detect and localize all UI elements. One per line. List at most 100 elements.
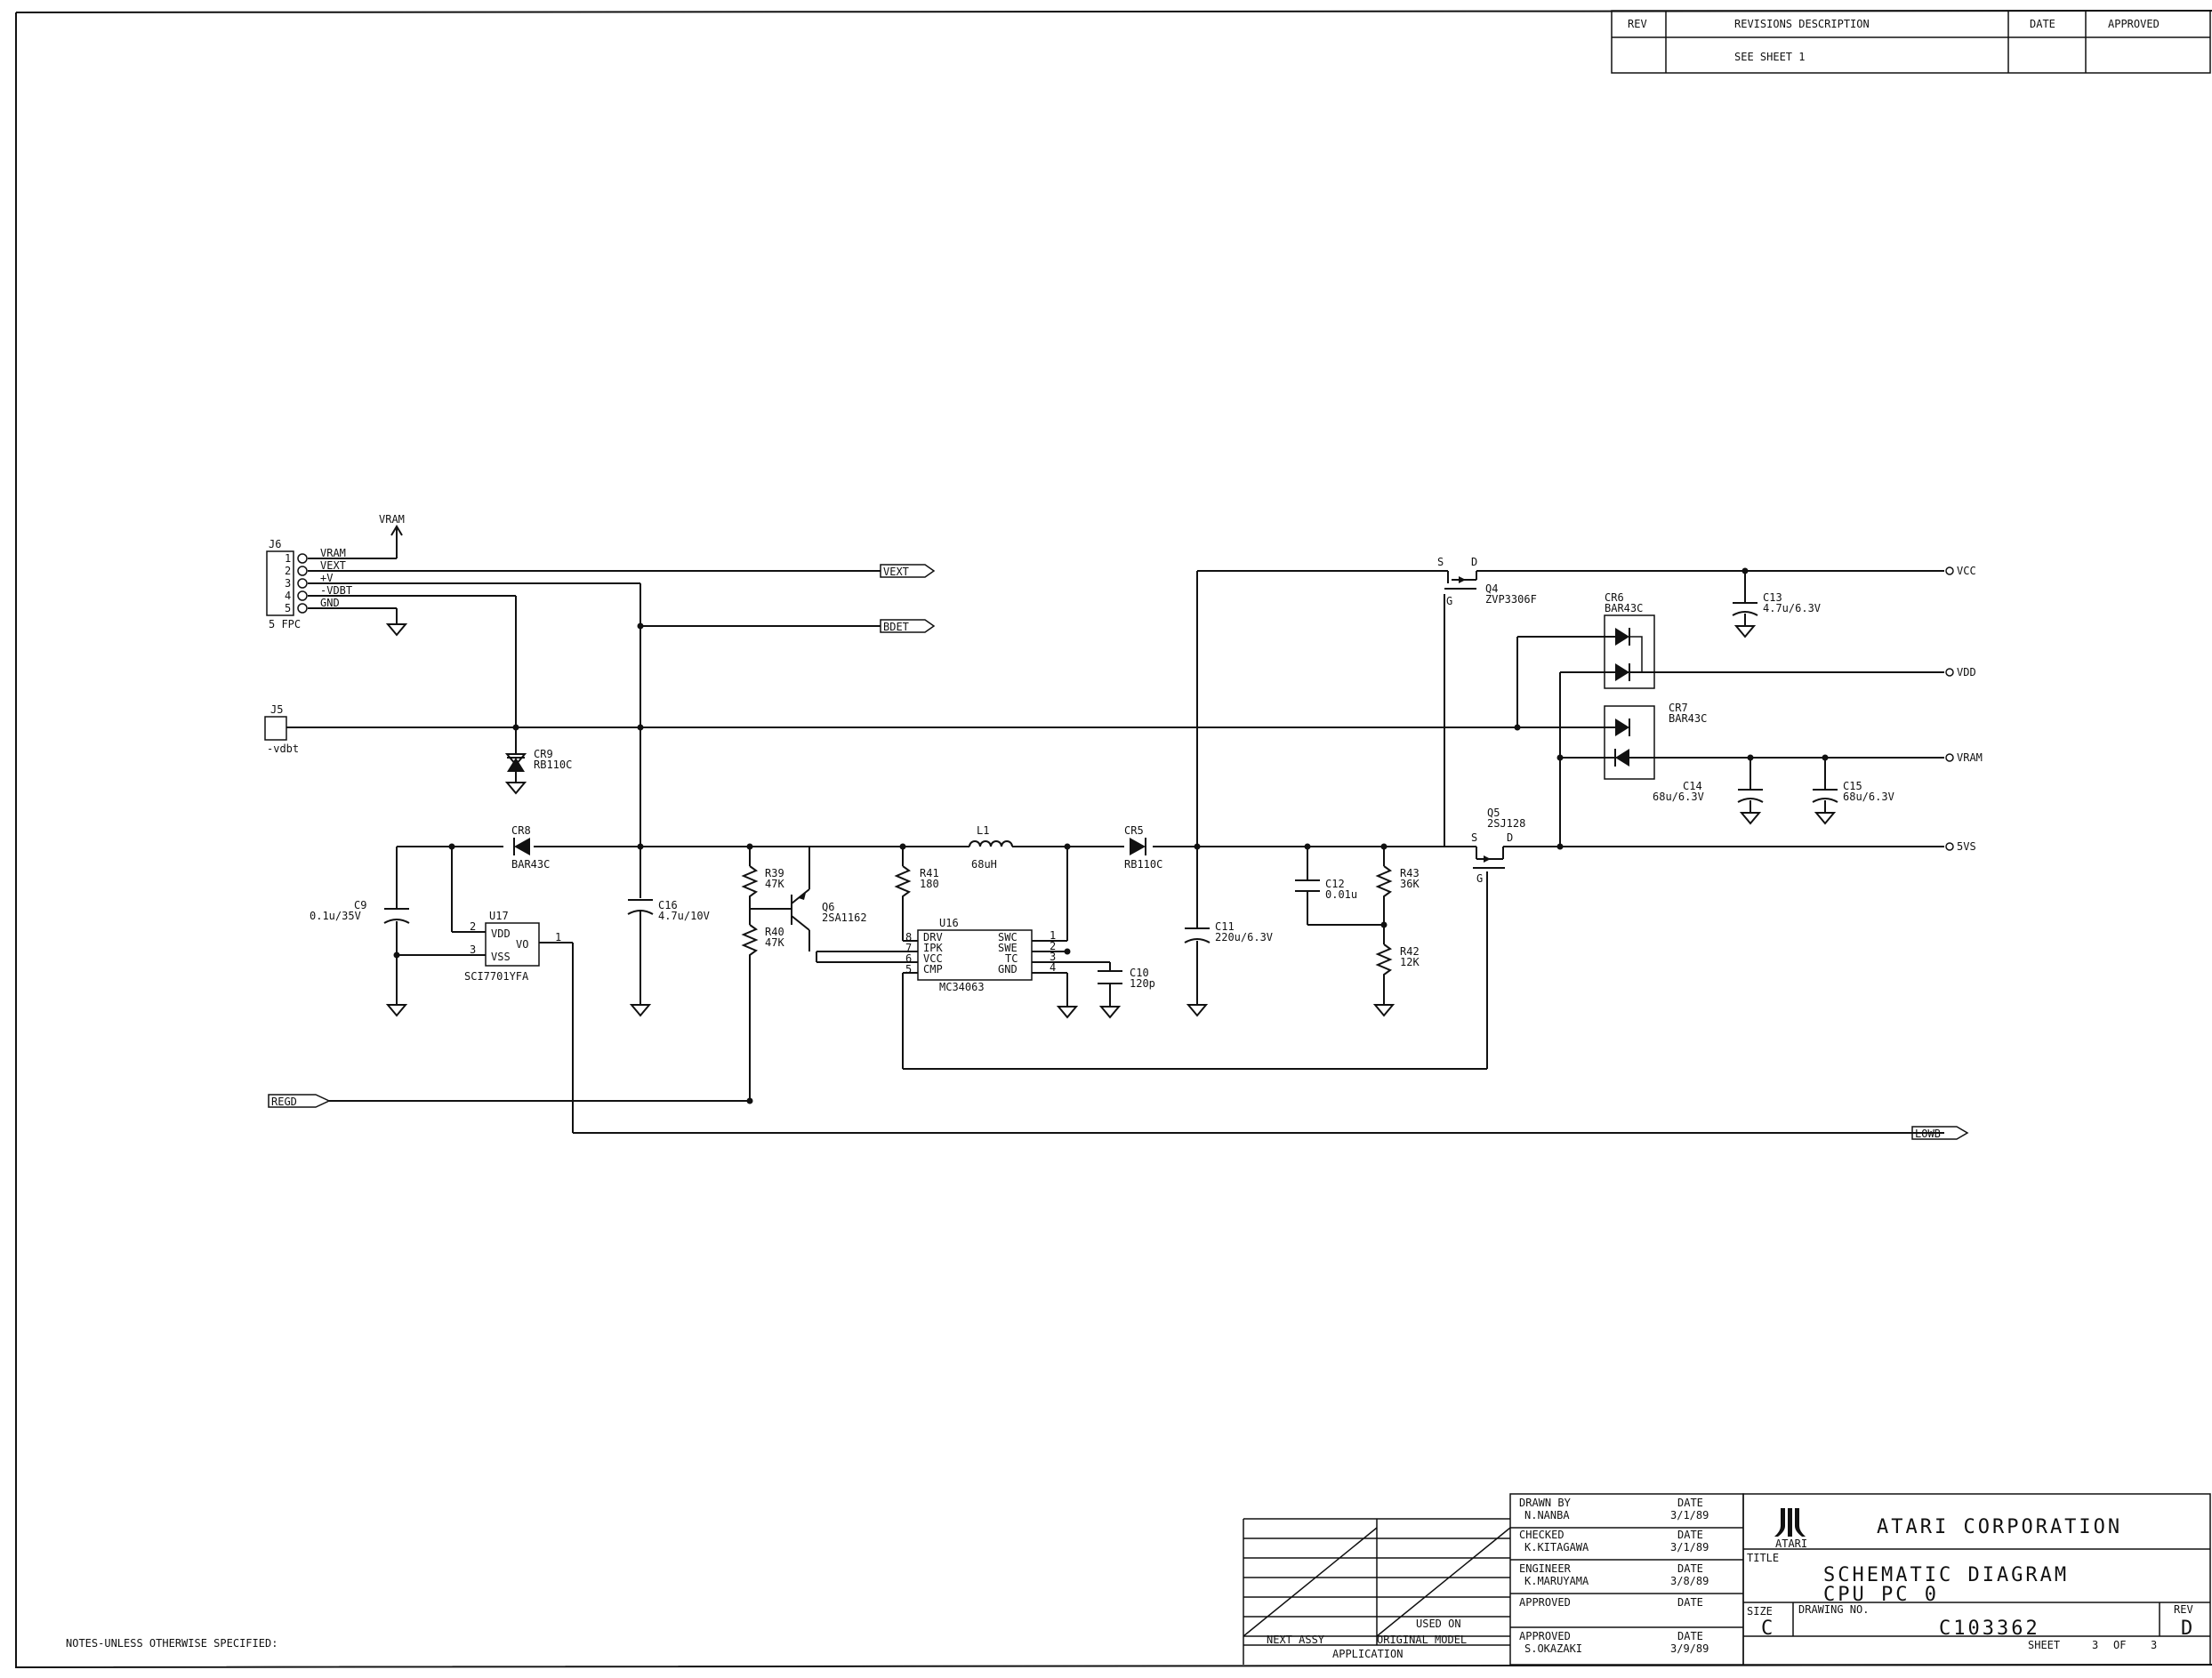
- q5-value: 2SJ128: [1487, 817, 1525, 830]
- rev-label: REV: [2174, 1603, 2193, 1616]
- sheet-number: 3: [2092, 1639, 2098, 1651]
- r40-value: 47K: [765, 936, 784, 949]
- vcc-output-label: VCC: [1957, 565, 1976, 577]
- diode-cr8: CR8 BAR43C: [511, 824, 550, 871]
- u16-value: MC34063: [939, 981, 985, 993]
- mosfet-q4: S D G Q4 ZVP3306F: [1437, 556, 1537, 607]
- connector-j5: J5 -vdbt: [264, 703, 299, 755]
- u16-pin-gnd: GND: [998, 963, 1018, 975]
- u17-pin-vo: VO: [516, 938, 528, 951]
- r42-value: 12K: [1400, 956, 1420, 968]
- original-model-label: ORIGINAL MODEL: [1377, 1634, 1467, 1646]
- u16-pin-swe: SWE: [998, 942, 1018, 954]
- u16-pin-6-num: 6: [905, 952, 912, 965]
- checked-date-label: DATE: [1677, 1529, 1703, 1541]
- q5-pin-s: S: [1471, 831, 1477, 844]
- rev-header: REV: [1628, 18, 1647, 30]
- q4-pin-d: D: [1471, 556, 1477, 568]
- u16-pin-ipk: IPK: [923, 942, 943, 954]
- q6-value: 2SA1162: [822, 911, 867, 924]
- engineer-name: K.MARUYAMA: [1524, 1575, 1589, 1587]
- sheet-total: 3: [2151, 1639, 2157, 1651]
- bdet-flag-label: BDET: [883, 621, 909, 633]
- r40-ref: R40: [765, 926, 784, 938]
- size-label: SIZE: [1747, 1605, 1773, 1618]
- c15-ref: C15: [1843, 780, 1862, 792]
- j6-pin-2-name: VEXT: [320, 559, 346, 572]
- approved-by-name: S.OKAZAKI: [1524, 1642, 1582, 1655]
- q5-pin-d: D: [1507, 831, 1513, 844]
- sheet-label: SHEET: [2028, 1639, 2060, 1651]
- u16-pin-5-num: 5: [905, 963, 912, 975]
- j6-pin-2-num: 2: [285, 565, 291, 577]
- ic-u17: U17 SCI7701YFA 2 3 1 VDD VSS VO: [464, 910, 561, 983]
- output-terminals: VCC VDD VRAM 5VS: [1945, 565, 1983, 853]
- resistor-r40: R40 47K: [741, 924, 784, 959]
- c12-ref: C12: [1325, 878, 1345, 890]
- capacitor-c15: C15 68u/6.3V: [1812, 780, 1894, 803]
- cr5-ref: CR5: [1124, 824, 1144, 837]
- sheet-border: [15, 10, 2212, 1669]
- cr5-value: RB110C: [1124, 858, 1162, 871]
- mosfet-q5: S D G Q5 2SJ128: [1471, 807, 1525, 885]
- vram-power-arrow: VRAM: [379, 513, 405, 536]
- u16-pin-8-num: 8: [905, 931, 912, 943]
- diode-pair-cr6: CR6 BAR43C: [1604, 591, 1655, 689]
- c9-value: 0.1u/35V: [310, 910, 361, 922]
- r39-ref: R39: [765, 867, 784, 879]
- u16-pin-vcc: VCC: [923, 952, 943, 965]
- capacitor-c9: C9 0.1u/35V: [310, 899, 410, 924]
- j5-name: -vdbt: [267, 743, 299, 755]
- resistor-r42: R42 12K: [1375, 943, 1420, 978]
- c11-ref: C11: [1215, 920, 1235, 933]
- resistor-r41: R41 180: [894, 865, 939, 900]
- u16-pin-3-num: 3: [1050, 951, 1056, 963]
- capacitor-c16: C16 4.7u/10V: [627, 899, 710, 922]
- j6-pin-3-name: +V: [320, 572, 333, 584]
- c9-ref: C9: [354, 899, 366, 911]
- c10-ref: C10: [1130, 967, 1149, 979]
- approved-label-1: APPROVED: [1519, 1596, 1571, 1609]
- c14-value: 68u/6.3V: [1653, 791, 1704, 803]
- rev-approved-header: APPROVED: [2108, 18, 2160, 30]
- cr9-ref: CR9: [534, 748, 553, 760]
- r41-ref: R41: [920, 867, 939, 879]
- used-on-label: USED ON: [1416, 1618, 1461, 1630]
- engineer-date: 3/8/89: [1670, 1575, 1709, 1587]
- u16-pin-drv: DRV: [923, 931, 943, 943]
- cr7-ref: CR7: [1669, 702, 1688, 714]
- q5-pin-g: G: [1476, 872, 1483, 885]
- atari-logo-text: ATARI: [1775, 1537, 1807, 1550]
- c13-ref: C13: [1763, 591, 1782, 604]
- capacitor-c14: C14 68u/6.3V: [1653, 780, 1764, 803]
- drawing-title-line2: CPU PC 0: [1823, 1584, 1939, 1606]
- vram-power-label: VRAM: [379, 513, 405, 526]
- u16-pin-4-num: 4: [1050, 961, 1056, 974]
- checked-label: CHECKED: [1519, 1529, 1564, 1541]
- diode-pair-cr7: CR7 BAR43C: [1604, 702, 1707, 780]
- u16-pin-1-num: 1: [1050, 929, 1056, 942]
- approved-date-label-2: DATE: [1677, 1630, 1703, 1642]
- title-block: [1742, 1493, 2211, 1666]
- cr6-ref: CR6: [1605, 591, 1624, 604]
- u17-pin-vdd: VDD: [491, 927, 511, 940]
- q4-pin-s: S: [1437, 556, 1444, 568]
- revision-block: REV REVISIONS DESCRIPTION DATE APPROVED …: [1611, 10, 2211, 74]
- j5-ref: J5: [270, 703, 283, 716]
- application-block: [1243, 1518, 1511, 1665]
- drawing-number: C103362: [1939, 1618, 2040, 1640]
- capacitor-c12: C12 0.01u: [1295, 878, 1357, 901]
- j6-pin-4-name: -VDBT: [320, 584, 352, 597]
- rev-date-header: DATE: [2030, 18, 2055, 30]
- checked-by-name: K.KITAGAWA: [1524, 1541, 1589, 1554]
- drawing-no-label: DRAWING NO.: [1798, 1603, 1869, 1616]
- q6-ref: Q6: [822, 901, 834, 913]
- c16-ref: C16: [658, 899, 678, 911]
- u17-pin-1-num: 1: [555, 931, 561, 943]
- j6-ref: J6: [269, 538, 281, 550]
- ic-u16: U16 MC34063 8 7 6 5 DRV IPK VCC CMP SWC …: [905, 917, 1056, 993]
- approved-date: 3/9/89: [1670, 1642, 1709, 1655]
- sheet-of-label: OF: [2113, 1639, 2126, 1651]
- c16-value: 4.7u/10V: [658, 910, 710, 922]
